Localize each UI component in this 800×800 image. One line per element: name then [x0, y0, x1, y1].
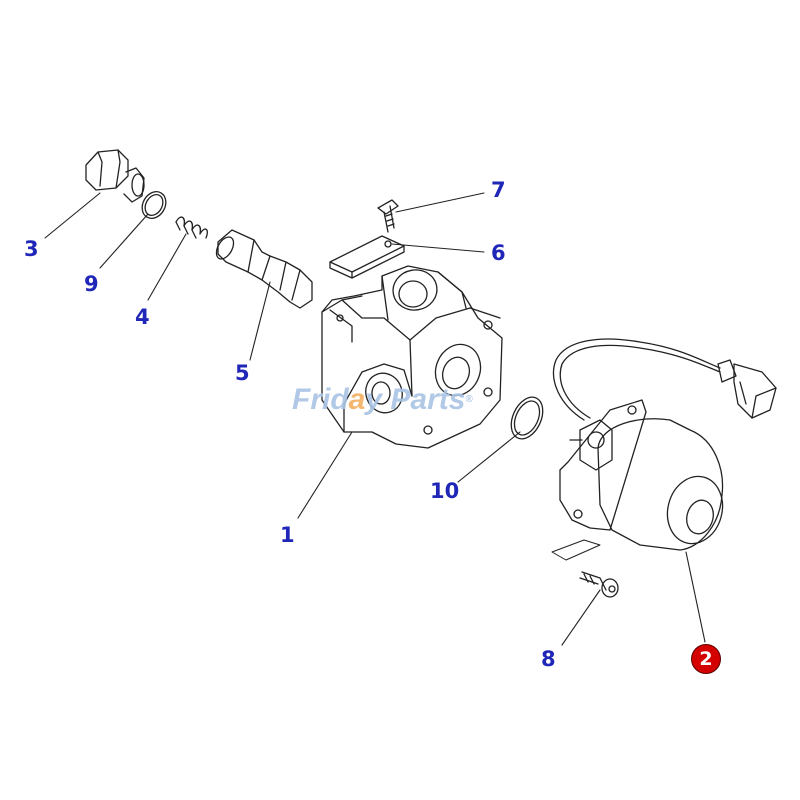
part-label-3[interactable]: 3 — [24, 237, 39, 261]
leader-2 — [685, 551, 706, 643]
part-label-8[interactable]: 8 — [541, 647, 556, 671]
part-label-6[interactable]: 6 — [491, 241, 506, 265]
watermark-logo: Friday Parts® — [292, 383, 473, 416]
part-8-bolt — [579, 571, 619, 598]
leader-4 — [147, 233, 187, 301]
leader-lines — [44, 192, 706, 646]
part-10-o-ring — [510, 396, 544, 440]
part-4-spring — [175, 216, 208, 239]
part-label-2-highlighted[interactable]: 2 — [691, 644, 721, 674]
part-label-4[interactable]: 4 — [135, 305, 150, 329]
leader-3 — [44, 192, 101, 239]
leader-5 — [249, 281, 271, 361]
part-7-screw — [377, 199, 399, 233]
part-3-plug — [85, 149, 145, 203]
part-label-5[interactable]: 5 — [235, 361, 250, 385]
leader-1 — [297, 431, 353, 519]
part-6-plate — [329, 235, 405, 279]
ref-line-plate — [551, 539, 601, 561]
leader-7 — [395, 192, 485, 213]
leader-6 — [391, 243, 485, 253]
part-9-o-ring — [141, 191, 167, 219]
part-5-spool — [215, 229, 313, 309]
part-label-1[interactable]: 1 — [280, 523, 295, 547]
part-2-solenoid — [552, 338, 777, 551]
part-label-10[interactable]: 10 — [430, 479, 460, 503]
part-1-valve-body — [321, 265, 503, 449]
leader-8 — [561, 589, 601, 646]
leader-9 — [99, 213, 149, 269]
part-label-7[interactable]: 7 — [491, 178, 506, 202]
leader-10 — [457, 431, 521, 483]
part-label-9[interactable]: 9 — [84, 272, 99, 296]
